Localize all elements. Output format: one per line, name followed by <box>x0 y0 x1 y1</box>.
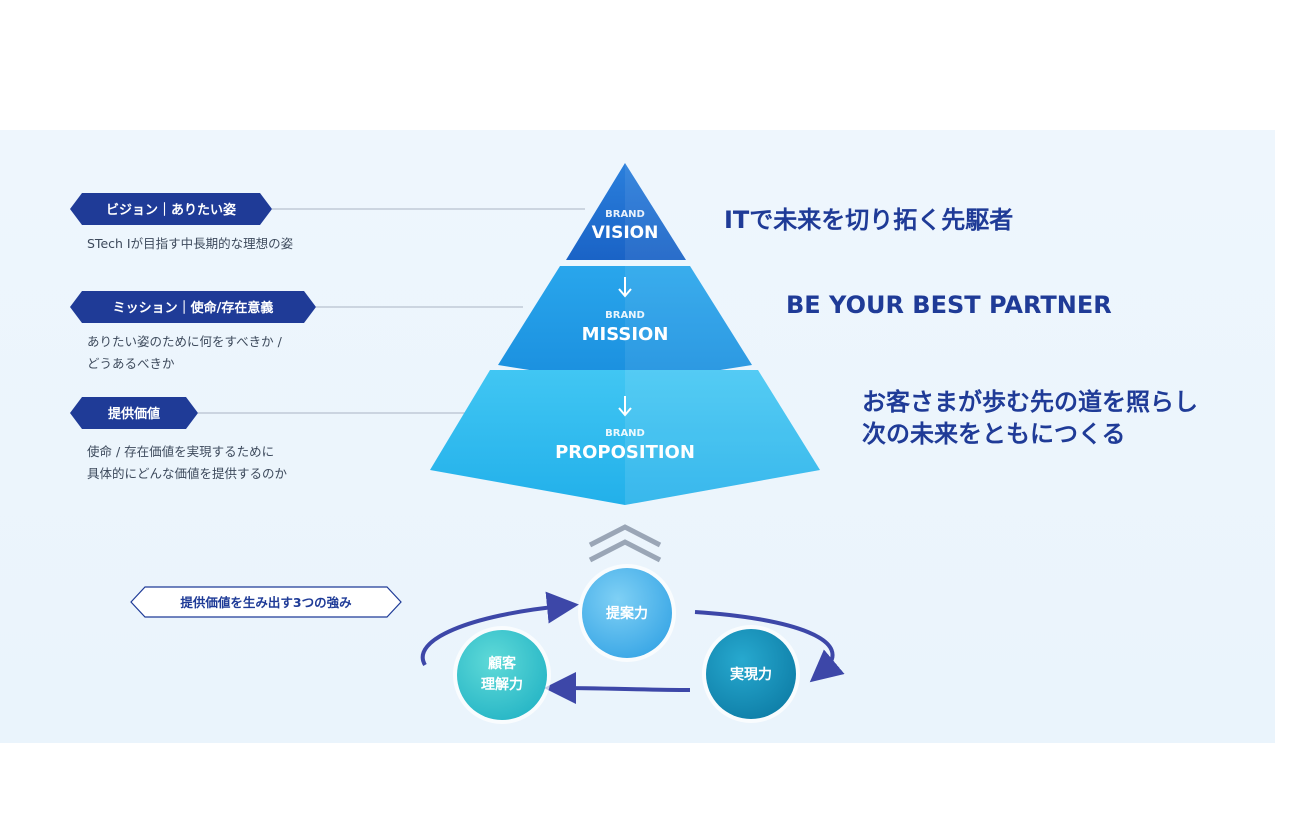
vision-tagline: ITで未来を切り拓く先駆者 <box>724 206 1014 234</box>
double-chevron-up-icon <box>588 524 662 563</box>
mission-label-text: ミッション｜使命/存在意義 <box>113 300 274 316</box>
strength-label-teian: 提案力 <box>606 605 648 622</box>
mission-tier-shade <box>625 266 752 385</box>
strength-circle-jitsugen: 実現力 <box>702 625 800 723</box>
mission-description-line: ありたい姿のために何をすべきか / <box>87 334 282 349</box>
proposition-description-line: 使命 / 存在価値を実現するために <box>87 444 275 459</box>
cycle-arrow-bottom <box>544 672 691 705</box>
pyramid <box>430 163 820 505</box>
mission-label-badge: ミッション｜使命/存在意義 <box>70 291 316 323</box>
mission-description-line: どうあるべきか <box>87 356 175 371</box>
mission-brand-label: BRAND <box>605 310 645 321</box>
strengths-heading-badge: 提供価値を生み出す3つの強み <box>130 586 402 618</box>
proposition-description-line: 具体的にどんな価値を提供するのか <box>87 466 288 481</box>
mission-name: MISSION <box>582 324 669 345</box>
down-arrow-icon <box>618 396 632 417</box>
strength-label-jitsugen: 実現力 <box>730 666 772 683</box>
strength-label-kokyaku-line2: 理解力 <box>481 676 523 693</box>
vision-label-text: ビジョン｜ありたい姿 <box>106 202 236 218</box>
proposition-tier <box>430 370 820 505</box>
vision-tier <box>566 163 686 260</box>
strength-circle-kokyaku: 顧客 理解力 <box>453 626 551 724</box>
proposition-label-text: 提供価値 <box>108 406 160 422</box>
mission-tier <box>498 266 752 385</box>
strength-circle-teian: 提案力 <box>578 564 676 662</box>
vision-description-line: STech Ⅰが目指す中長期的な理想の姿 <box>87 236 294 251</box>
vision-name: VISION <box>592 223 659 243</box>
vision-tier-shade <box>625 163 686 260</box>
vision-label-badge: ビジョン｜ありたい姿 <box>70 193 272 225</box>
strengths-heading-text: 提供価値を生み出す3つの強み <box>180 595 352 610</box>
proposition-name: PROPOSITION <box>555 442 695 463</box>
proposition-tagline-line1: お客さまが歩む先の道を照らし <box>862 388 1198 416</box>
cycle-arrow-top-left <box>420 591 579 667</box>
proposition-label-badge: 提供価値 <box>70 397 198 429</box>
proposition-tier-shade <box>625 370 820 505</box>
proposition-tagline-line2: 次の未来をともにつくる <box>862 420 1126 448</box>
strength-label-kokyaku-line1: 顧客 <box>488 655 517 672</box>
cycle-arrow-top-right <box>694 610 845 683</box>
down-arrow-icon <box>618 277 632 298</box>
vision-brand-label: BRAND <box>605 209 645 220</box>
mission-tagline: BE YOUR BEST PARTNER <box>786 291 1112 319</box>
proposition-brand-label: BRAND <box>605 428 645 439</box>
